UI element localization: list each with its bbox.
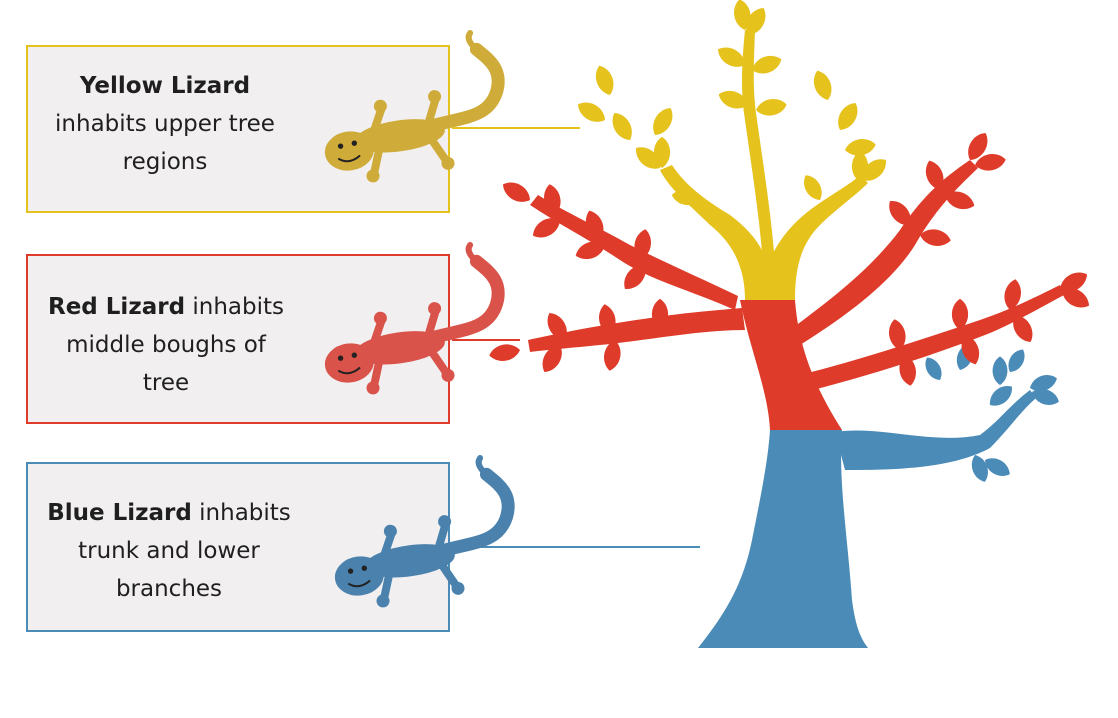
tree-leaves-yellow <box>573 0 892 208</box>
blue-lizard-label: Blue Lizard inhabits trunk and lower bra… <box>38 494 300 608</box>
tree-branch-red-right <box>790 160 978 345</box>
blue-lizard-name: Blue Lizard <box>47 500 192 526</box>
tree-top-yellow <box>660 165 868 300</box>
yellow-lizard-name: Yellow Lizard <box>79 73 251 99</box>
blue-lizard-desc-2: branches <box>115 576 223 602</box>
tree-branch-blue <box>835 390 1036 470</box>
blue-lizard-icon <box>322 455 520 613</box>
tree-branch-red-left <box>528 308 745 352</box>
red-lizard-desc-2: tree <box>142 370 190 396</box>
tree-branch-red-far-right <box>800 285 1064 392</box>
red-lizard-label: Red Lizard inhabits middle boughs of tre… <box>38 288 294 402</box>
yellow-lizard-desc-1: inhabits upper tree <box>55 111 275 137</box>
yellow-lizard-desc-2: regions <box>122 149 208 175</box>
red-lizard-desc-1: middle boughs of <box>66 332 266 358</box>
yellow-lizard-label: Yellow Lizard inhabits upper tree region… <box>40 67 290 181</box>
tree-branch-red-upper-left <box>530 195 738 310</box>
tree-illustration <box>487 0 1094 648</box>
red-lizard-icon <box>312 242 510 400</box>
yellow-lizard-icon <box>312 30 510 188</box>
tree-middle-red <box>740 300 842 430</box>
red-lizard-name: Red Lizard <box>48 294 186 320</box>
blue-lizard-desc-1: trunk and lower <box>78 538 260 564</box>
blue-lizard-desc-0: inhabits <box>191 500 291 526</box>
tree-branch-yellow-center <box>741 30 775 265</box>
tree-trunk-blue <box>698 430 868 648</box>
red-lizard-desc-0: inhabits <box>185 294 284 320</box>
